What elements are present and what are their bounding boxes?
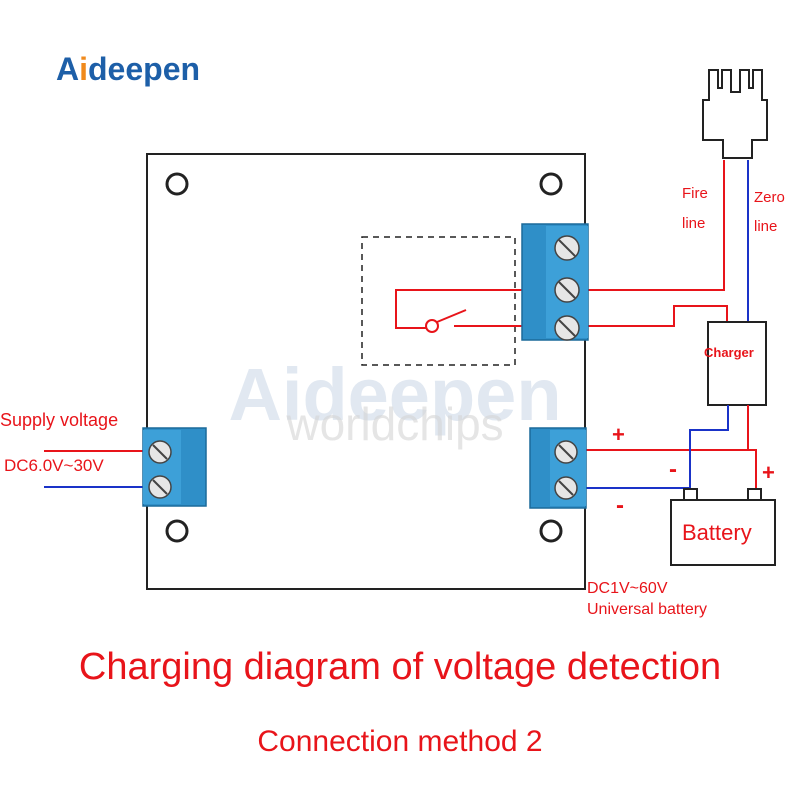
- charger-box: [707, 321, 767, 406]
- relay-terminal-block: [521, 223, 589, 341]
- supply-voltage-label: Supply voltage: [0, 410, 119, 430]
- svg-text:Aideepen: Aideepen: [56, 51, 200, 87]
- battery-desc-label: Universal battery: [587, 601, 708, 618]
- diagram-subtitle: Connection method 2: [257, 725, 543, 758]
- zero-line-label-1: Zero: [754, 189, 785, 206]
- battery-plus-sign: +: [762, 460, 775, 485]
- watermark-sub: worldchips: [285, 398, 503, 450]
- ac-plug-icon: [702, 69, 768, 159]
- battery-terminal-block: [529, 427, 587, 509]
- battery-minus-sign: -: [669, 456, 677, 483]
- supply-terminal-block: [142, 427, 207, 507]
- battery-box: [670, 499, 776, 566]
- relay-dashed-outline: [361, 236, 516, 366]
- battery-icon: [670, 488, 776, 566]
- output-minus-sign: -: [616, 492, 624, 519]
- mount-hole-bottom-right: [539, 519, 563, 543]
- dc-wiring: [44, 405, 757, 489]
- diagram-title: Charging diagram of voltage detection: [78, 646, 722, 688]
- mount-hole-top-right: [539, 172, 563, 196]
- module-board: [146, 153, 586, 590]
- fire-line-label-1: Fire: [682, 185, 708, 202]
- battery-label: Battery: [682, 520, 752, 545]
- mount-hole-bottom-left: [165, 519, 189, 543]
- supply-range-label: DC6.0V~30V: [4, 456, 104, 475]
- mount-hole-top-left: [165, 172, 189, 196]
- output-plus-sign: +: [612, 422, 625, 447]
- zero-line-label-2: line: [754, 218, 778, 235]
- watermark: Aideepen: [228, 353, 561, 436]
- charger-label: Charger: [704, 345, 754, 360]
- brand-logo: Aideepen: [56, 51, 200, 87]
- fire-line-label-2: line: [682, 215, 706, 232]
- battery-range-label: DC1V~60V: [587, 580, 668, 597]
